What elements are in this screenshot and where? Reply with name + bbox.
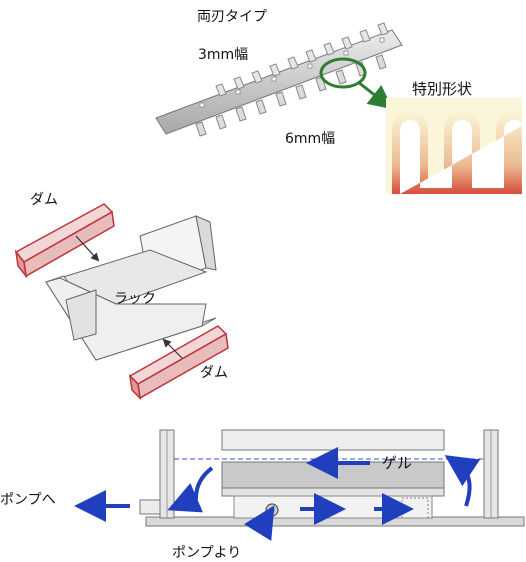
- label-from-pump: ポンプより: [172, 545, 242, 561]
- label-double-blade: 両刃タイプ: [197, 9, 267, 25]
- label-dam-top: ダム: [30, 192, 58, 208]
- label-to-pump: ポンプへ: [0, 492, 56, 508]
- label-6mm-width: 6mm幅: [285, 131, 336, 147]
- dam-top-arrow: [75, 235, 100, 262]
- callout-arrow: [357, 80, 393, 110]
- label-gel: ゲル: [382, 454, 413, 472]
- dam-bottom: [128, 325, 229, 401]
- label-3mm-width: 3mm幅: [198, 47, 249, 63]
- rack-illustration: [45, 215, 217, 361]
- flow-arrow-right-up: [444, 455, 481, 507]
- callout-circle: [319, 57, 367, 89]
- comb-illustration: [155, 22, 403, 137]
- flow-arrow-left-down: [167, 466, 214, 513]
- dam-bottom-arrow: [162, 338, 183, 359]
- flow-arrows: [74, 447, 481, 542]
- dam-top: [14, 203, 115, 279]
- label-special-shape: 特別形状: [412, 80, 473, 98]
- label-rack: ラック: [114, 291, 156, 307]
- label-dam-bottom: ダム: [200, 365, 228, 381]
- special-shape-panel: [386, 98, 522, 194]
- flow-arrow-from-pump: [243, 505, 275, 542]
